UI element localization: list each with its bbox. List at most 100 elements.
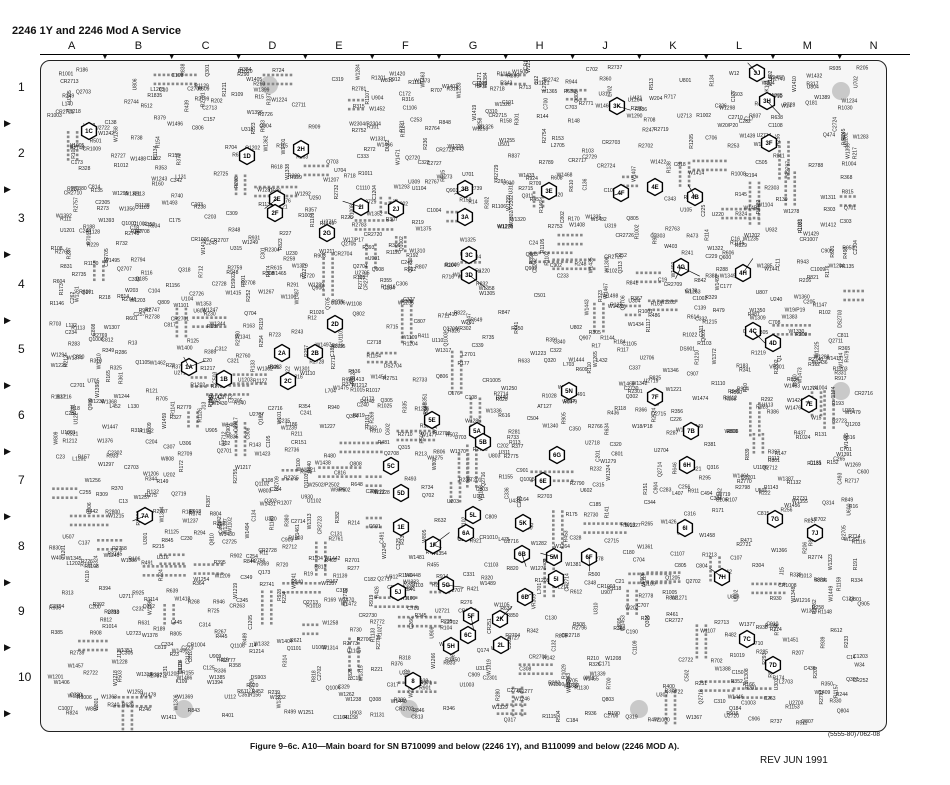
component-label: R1103 (697, 341, 712, 347)
component-label: C2708 (241, 280, 256, 286)
component-label: W1445 (844, 433, 850, 449)
component-label: Q1201 (741, 475, 756, 481)
component-label: CR2715 (489, 113, 508, 119)
component-label: Q904 (259, 124, 271, 130)
component-label: R2711 (331, 355, 337, 370)
component-label: R606 (722, 251, 734, 257)
component-label: R838 (181, 63, 187, 75)
component-label: U122 (74, 412, 80, 424)
component-label: C2717 (233, 417, 239, 432)
component-label: W1279 (600, 459, 616, 465)
column-divider-icon: ▼ (835, 52, 844, 61)
component-label: C319 (332, 77, 344, 83)
component-label: W15 (811, 415, 822, 421)
component-label: U808 (727, 594, 739, 600)
component-label: R719 (80, 563, 92, 569)
component-label: Q1004 (326, 685, 341, 691)
component-label: R211 (291, 432, 303, 438)
component-label: R114 (704, 229, 710, 241)
component-label: C2719 (716, 492, 731, 498)
component-label: R282 (548, 681, 560, 687)
component-label: R473 (686, 234, 698, 240)
component-label: U2722 (95, 125, 110, 131)
column-label: L (736, 40, 743, 52)
ic-footprint (347, 98, 365, 111)
component-label: R614 (687, 315, 699, 321)
test-point-hexagon (766, 509, 784, 529)
component-label: R934 (814, 578, 826, 584)
component-label: R717 (664, 95, 676, 101)
component-label: R373 (665, 688, 677, 694)
component-label: C223 (181, 645, 193, 651)
component-label: C343 (664, 197, 676, 203)
component-label: R270 (631, 106, 643, 112)
component-label: C12 (534, 76, 540, 85)
component-label: R1108 (84, 564, 99, 570)
component-label: R1139 (333, 574, 348, 580)
component-label: W1206 (143, 472, 159, 478)
component-label: W1306 (174, 694, 180, 710)
component-label: C904 (653, 482, 659, 494)
ic-footprint (749, 402, 761, 437)
component-label: R737 (770, 719, 782, 725)
component-label: RT201 (467, 477, 482, 483)
component-label: R399 (507, 74, 519, 80)
component-label: R258 (812, 605, 824, 611)
component-label: U317 (476, 666, 488, 672)
component-label: R322 (403, 581, 415, 587)
component-label: CR2719 (343, 588, 349, 607)
component-label: L475 (498, 537, 509, 543)
component-label: R108 (51, 246, 63, 252)
component-label: R2784 (376, 635, 382, 650)
component-label: W1365 (542, 89, 558, 95)
component-label: R2730 (584, 512, 599, 518)
component-label: U907 (601, 590, 613, 596)
component-label: C108 (465, 395, 477, 401)
component-label: Q2702 (686, 579, 701, 585)
component-label: R1144 (600, 336, 615, 342)
component-label: R389 (204, 350, 216, 356)
component-label: U310 (593, 602, 599, 614)
component-label: W1272 (302, 263, 308, 279)
component-label: R224 (158, 569, 164, 581)
component-label: R165 (106, 370, 112, 382)
component-label: U910 (502, 181, 514, 187)
component-label: W1282 (531, 541, 547, 547)
component-label: CR2723 (318, 516, 324, 535)
component-label: AT127 (537, 404, 552, 410)
component-label: C233 (557, 274, 569, 280)
reference-number: (5555-80)7062-08 (827, 731, 880, 738)
ic-footprint (552, 510, 564, 549)
component-label: R1133 (370, 628, 376, 643)
component-label: R2301 (628, 389, 643, 395)
component-label: R939 (821, 636, 827, 648)
ic-footprint (175, 307, 188, 338)
component-label: W1353 (196, 302, 212, 308)
component-label: R285 (756, 649, 768, 655)
component-label: R345 (415, 613, 427, 619)
component-label: R278 (592, 557, 604, 563)
component-label: R1150 (84, 261, 99, 267)
component-label: C1203 (853, 654, 868, 660)
ic-footprint (843, 289, 864, 302)
column-divider-icon: ▼ (234, 52, 243, 61)
component-label: C1010 (604, 188, 619, 194)
component-label: Q902 (525, 266, 537, 272)
ic-footprint (153, 73, 197, 86)
component-label: W1249 (242, 240, 258, 246)
component-label: W1107 (700, 628, 716, 634)
component-label: U105 (680, 208, 692, 214)
component-label: R288 (716, 267, 728, 273)
test-point-label: 4G (677, 265, 685, 271)
component-label: U320 (265, 517, 277, 523)
component-label: W1489 (480, 581, 496, 587)
component-label: R510 (730, 390, 742, 396)
component-label: C184 (566, 718, 578, 724)
component-label: R236 (423, 138, 429, 150)
ic-footprint (348, 637, 360, 672)
leader-line (766, 100, 781, 116)
component-label: W1267 (258, 290, 274, 296)
component-label: W1404 (277, 639, 293, 645)
component-label: R182 (182, 509, 194, 515)
component-label: Q705 (325, 297, 331, 309)
